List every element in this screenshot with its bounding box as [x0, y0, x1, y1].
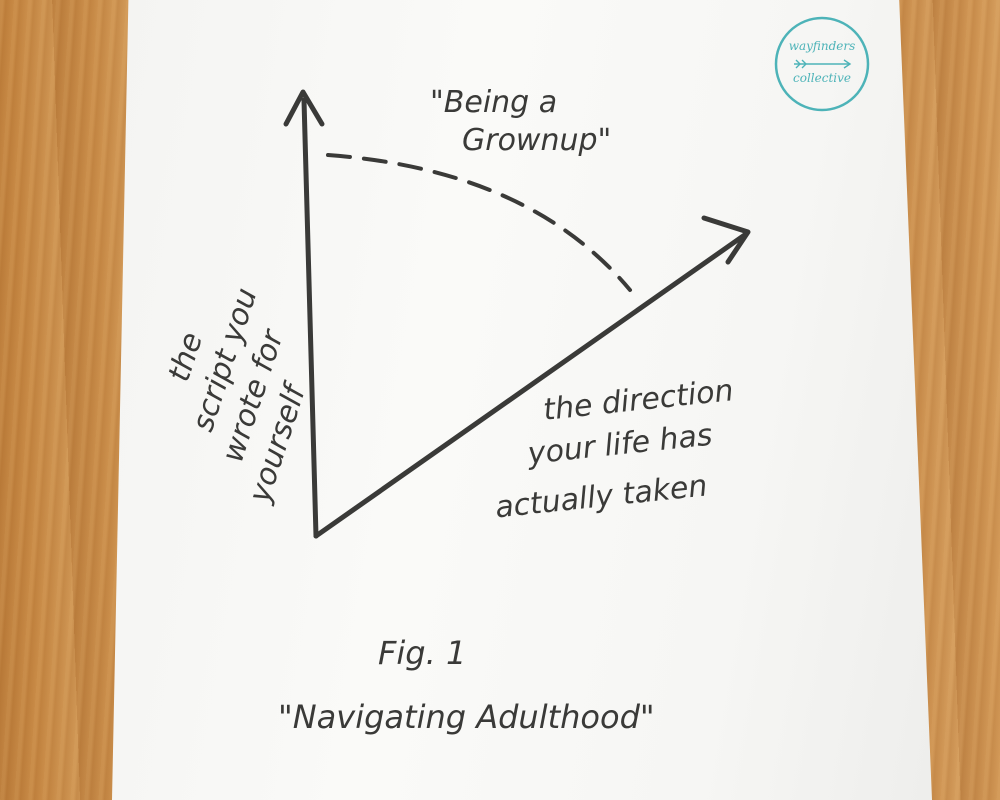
arrow-icon: [794, 59, 852, 69]
logo-circle: [774, 16, 870, 112]
wayfinders-logo: wayfinders collective: [774, 16, 870, 112]
diagonal-axis-arrowhead: [701, 215, 751, 265]
y-axis-label: the script you wrote for yourself: [162, 284, 314, 508]
diagonal-axis-label: the direction your life has actually tak…: [494, 373, 736, 525]
vertical-axis-line: [301, 97, 319, 539]
logo-line2: collective: [793, 71, 851, 85]
vertical-axis-arrowhead: [283, 89, 325, 127]
curve-label-line2: Grownup": [462, 123, 611, 158]
diagonal-axis-line: [313, 231, 749, 539]
dashed-grownup-curve: [326, 153, 632, 292]
figure-number: Fig. 1: [378, 634, 466, 672]
curve-label-line1: "Being a: [430, 85, 557, 120]
paper-sheet: [112, 0, 932, 800]
diag-label-line3: actually taken: [494, 468, 709, 525]
figure-title: "Navigating Adulthood": [278, 698, 655, 736]
logo-line1: wayfinders: [789, 39, 856, 53]
